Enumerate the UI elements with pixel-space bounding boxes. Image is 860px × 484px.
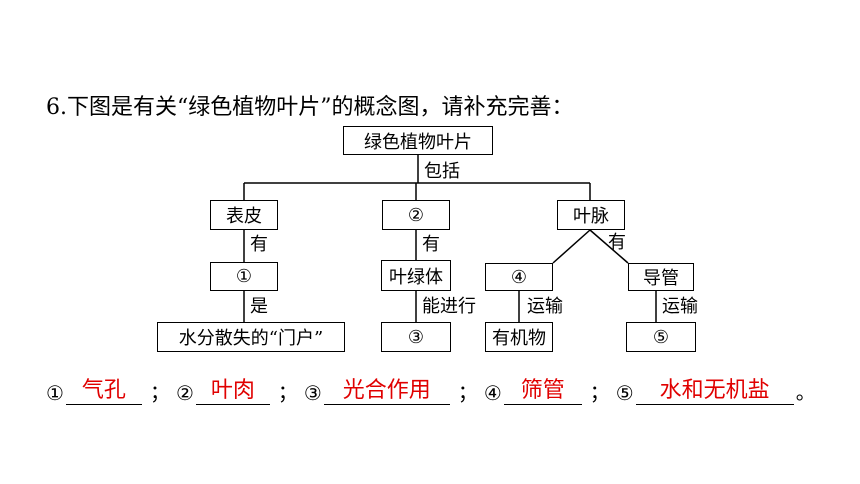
- question-text: 6.下图是有关“绿色植物叶片”的概念图，请补充完善：: [46, 95, 574, 120]
- node-blank-1: ①: [210, 262, 278, 291]
- answer-sep-3: ；: [457, 380, 478, 404]
- edge-label-blank-4: 运输: [527, 296, 563, 317]
- node-blank-5: ⑤: [626, 322, 696, 352]
- node-blank-4: ④: [485, 263, 553, 291]
- node-root: 绿色植物叶片: [343, 126, 493, 155]
- edge-label-blank-2: 有: [422, 234, 440, 255]
- node-blank-2: ②: [382, 200, 450, 230]
- node-chloroplast: 叶绿体: [381, 260, 451, 291]
- node-epidermis: 表皮: [210, 200, 278, 230]
- answer-sep-2: ；: [277, 380, 298, 404]
- edge-label-root: 包括: [424, 161, 460, 182]
- edge-label-vein: 有: [608, 232, 626, 253]
- answer-sep-4: ；: [589, 380, 610, 404]
- answer-1: 气孔: [65, 378, 142, 405]
- answer-marker-4: ④: [483, 381, 502, 405]
- answer-marker-1: ①: [46, 381, 64, 405]
- edge-label-chloroplast: 能进行: [422, 296, 476, 317]
- edge-label-blank-1: 是: [250, 296, 268, 317]
- edge-label-vessel: 运输: [662, 296, 698, 317]
- node-organic-matter: 有机物: [485, 322, 553, 352]
- node-stomata-desc: 水分散失的“门户”: [157, 322, 345, 352]
- edge-label-epidermis: 有: [250, 234, 268, 255]
- answer-marker-5: ⑤: [615, 381, 634, 405]
- answer-sep-1: ；: [149, 380, 170, 404]
- node-vein: 叶脉: [557, 200, 625, 230]
- answer-4: 筛管: [503, 378, 582, 405]
- answer-2: 叶肉: [195, 378, 270, 405]
- node-blank-3: ③: [381, 322, 451, 352]
- answers-line: ① 气孔 ； ② 叶肉 ； ③ 光合作用 ； ④ 筛管 ； ⑤ 水和无机盐 。: [46, 376, 816, 405]
- answer-5: 水和无机盐: [635, 378, 794, 405]
- answer-marker-2: ②: [175, 381, 194, 405]
- answer-3: 光合作用: [323, 378, 450, 405]
- answer-marker-3: ③: [303, 381, 322, 405]
- answer-sep-5: 。: [795, 380, 816, 404]
- node-vessel: 导管: [628, 263, 694, 291]
